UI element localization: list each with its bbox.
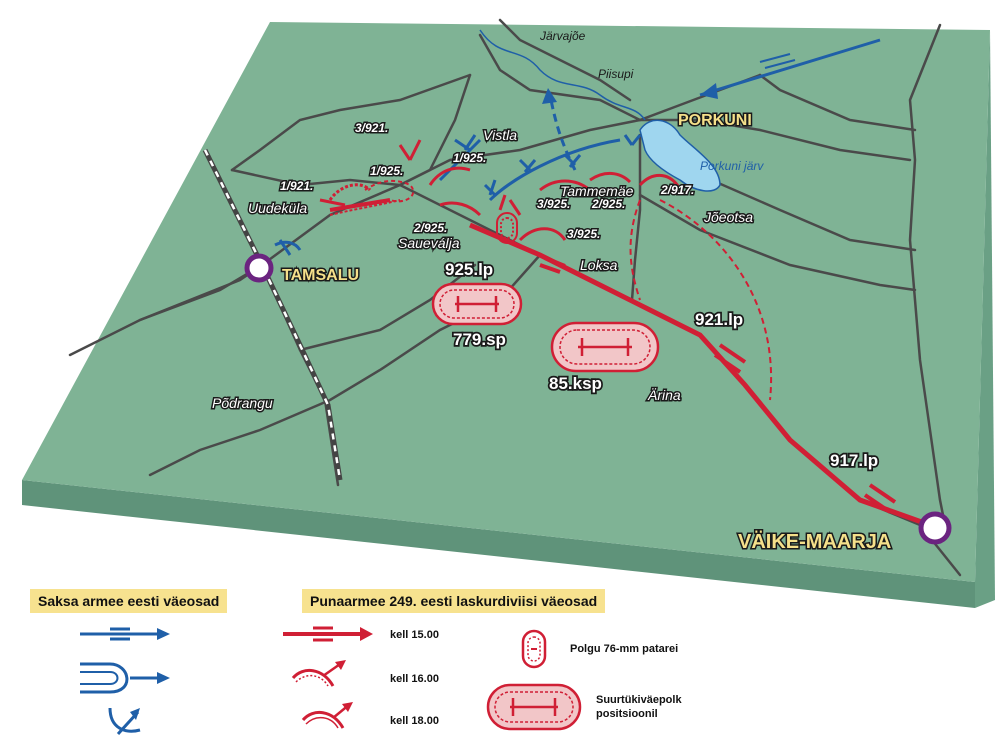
legend-artillery-line1: Suurtükiväepolk xyxy=(596,694,682,706)
legend-red-arrow-icon xyxy=(283,626,373,642)
legend-german-retreat-icon xyxy=(108,707,141,736)
place-piisupi: Piisupi xyxy=(598,67,634,81)
german-units xyxy=(274,38,881,256)
river xyxy=(479,29,646,121)
town-tamsalu: TAMSALU xyxy=(282,267,359,284)
legend-time-15: kell 15.00 xyxy=(390,629,439,641)
legend-red-18-icon xyxy=(301,702,353,729)
railway-ties xyxy=(203,149,342,481)
artillery-925 xyxy=(431,282,523,326)
unit-1-921: 1/921. xyxy=(280,179,313,193)
regiment-921: 921.lp xyxy=(695,310,743,329)
unit-3-925-b: 3/925. xyxy=(567,227,600,241)
place-vistla: Vistla xyxy=(483,127,517,143)
unit-2-925-b: 2/925. xyxy=(591,197,625,211)
place-tammemae: Tammemäe xyxy=(560,183,634,199)
tamsalu-marker xyxy=(244,253,274,283)
terrain-side-left xyxy=(22,480,975,608)
legend-german-encircle-icon xyxy=(80,662,170,694)
place-sauevalja: Saueválja xyxy=(398,235,460,251)
legend-battery-label: Polgu 76-mm patarei xyxy=(570,643,679,655)
legend-time-18: kell 18.00 xyxy=(390,715,439,727)
red-army-units xyxy=(319,139,931,528)
unit-85-ksp: 85.ksp xyxy=(549,374,602,393)
vaike-maarja-marker xyxy=(918,511,952,545)
legend-artillery-line2: positsioonil xyxy=(596,708,658,720)
legend-german-title: Saksa armee eesti väeosad xyxy=(30,589,228,613)
place-loksa: Loksa xyxy=(580,257,618,273)
legend-battery-icon xyxy=(521,629,547,669)
unit-3-921: 3/921. xyxy=(355,121,388,135)
place-uudekula: Uudeküla xyxy=(248,200,307,216)
legend-time-16: kell 16.00 xyxy=(390,673,439,685)
unit-779-sp: 779.sp xyxy=(453,330,506,349)
porkuni-lake xyxy=(639,119,721,192)
regiment-917: 917.lp xyxy=(830,451,878,470)
place-joeotsa: Jõeotsa xyxy=(703,209,753,225)
unit-1-925-a: 1/925. xyxy=(370,164,403,178)
legend-artillery-icon xyxy=(486,683,582,731)
place-arina: Ärina xyxy=(647,387,681,403)
town-porkuni: PORKUNI xyxy=(678,112,752,129)
unit-3-925-a: 3/925. xyxy=(537,197,570,211)
unit-2-917: 2/917. xyxy=(660,183,694,197)
artillery-85 xyxy=(550,321,660,373)
town-vaike-maarja: VÄIKE-MAARJA xyxy=(738,530,891,553)
terrain-side-right xyxy=(975,30,995,608)
legend-red-16-icon xyxy=(291,660,346,687)
unit-1-925-b: 1/925. xyxy=(453,151,486,165)
lake-label: Porkuni järv xyxy=(700,159,764,173)
legend-german-arrow-icon xyxy=(80,627,170,641)
place-podrangu: Põdrangu xyxy=(212,395,273,411)
place-jarvajoe: Järvajõe xyxy=(539,29,586,43)
regiment-925: 925.lp xyxy=(445,260,493,279)
battery-symbol-map xyxy=(496,212,518,244)
legend-red-title: Punaarmee 249. eesti laskurdiviisi väeos… xyxy=(302,589,606,613)
unit-2-925-a: 2/925. xyxy=(413,221,447,235)
